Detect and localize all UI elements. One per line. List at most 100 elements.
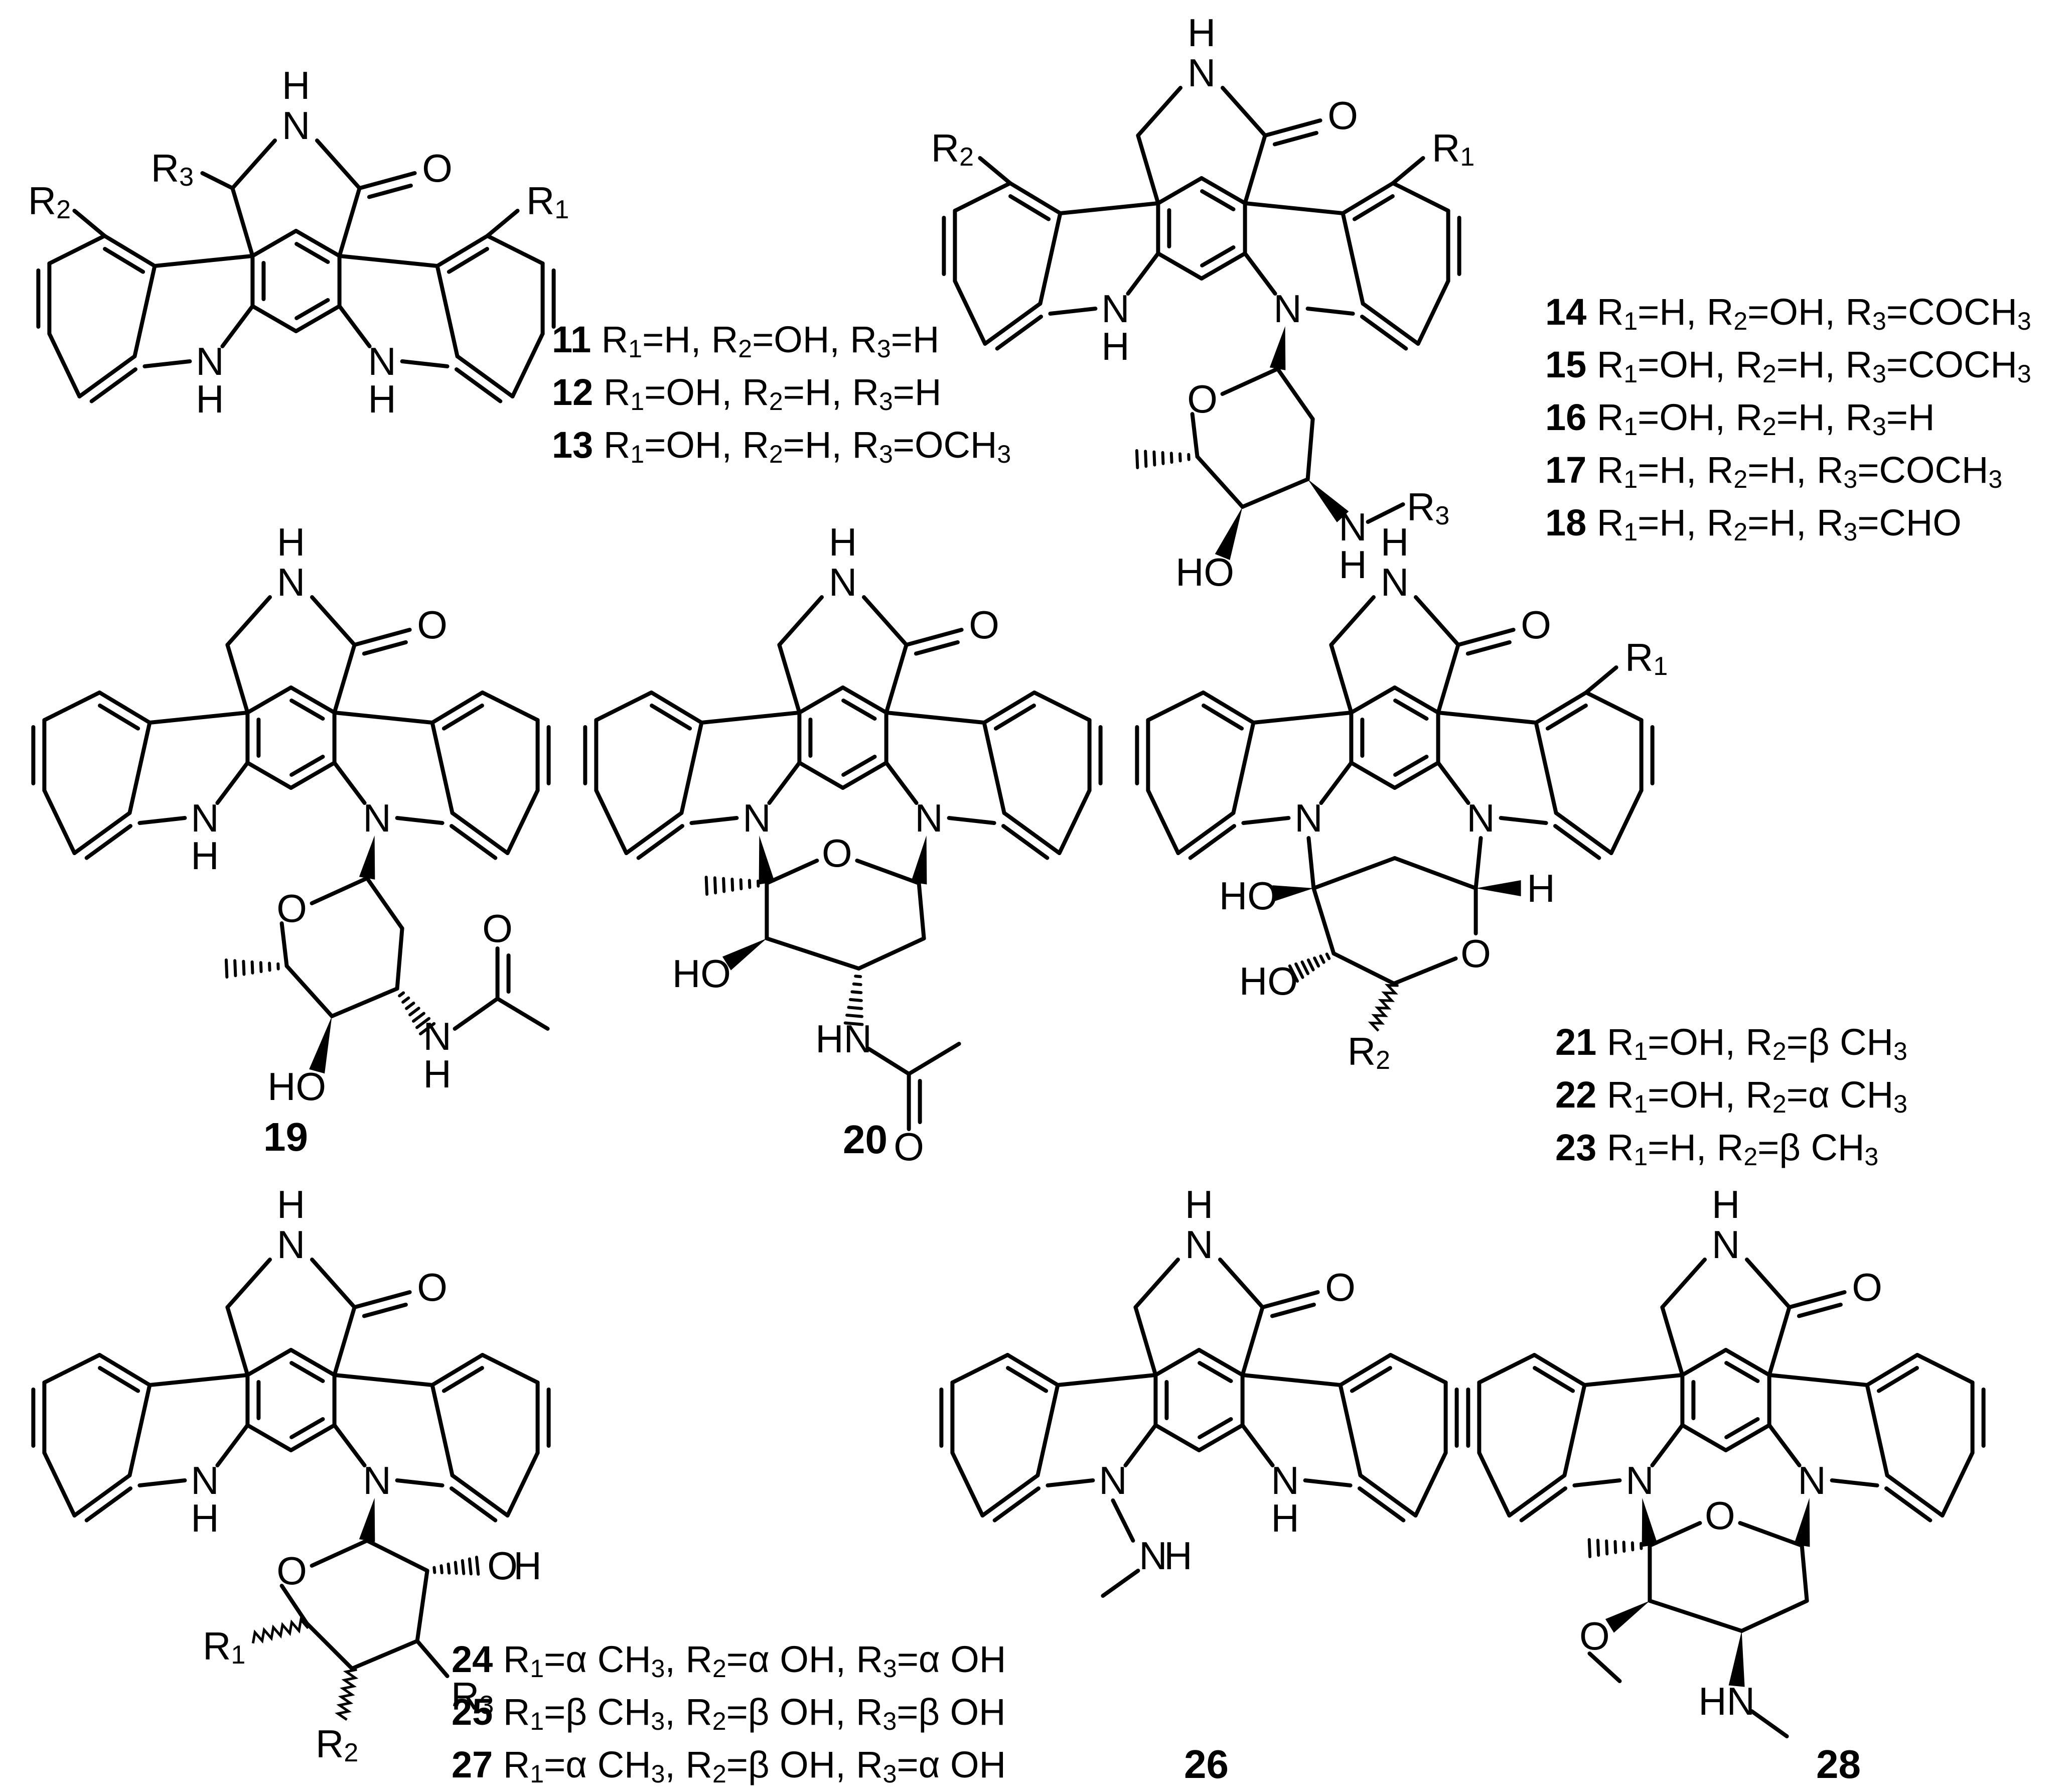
bond <box>312 597 355 645</box>
bond <box>1341 1385 1361 1475</box>
bond <box>1943 1453 1973 1516</box>
bond <box>854 984 861 985</box>
bond <box>410 1008 419 1015</box>
indole-hydrogen-left: H <box>196 377 224 421</box>
bond <box>779 597 822 645</box>
bond <box>397 1480 442 1485</box>
lactam-hydrogen: H <box>277 1182 305 1226</box>
indole-hydrogen-left: H <box>191 1496 219 1540</box>
bond <box>100 706 138 729</box>
bond <box>402 361 448 366</box>
substituent-row-18: 18 R1=H, R2=H, R3=CHO <box>1545 504 1962 544</box>
wedge-bond <box>1476 880 1521 896</box>
bond <box>432 1385 453 1475</box>
substituent-row-21: 21 R1=OH, R2=β CH3 <box>1555 1024 1907 1064</box>
bond <box>723 879 724 892</box>
bond <box>312 878 367 903</box>
bond <box>444 706 482 729</box>
compound-number-26: 26 <box>1184 1741 1229 1787</box>
hydroxyl-label: HO <box>672 951 731 996</box>
bond <box>1243 479 1308 507</box>
bond <box>332 989 397 1016</box>
bond <box>1103 1571 1138 1596</box>
bond <box>340 306 370 346</box>
bond <box>596 790 626 853</box>
bond <box>1113 1500 1133 1541</box>
bond <box>952 1453 982 1516</box>
carbonyl-oxygen: O <box>1852 1265 1882 1309</box>
wedge-bond <box>1605 1601 1650 1633</box>
bond <box>1331 597 1374 645</box>
bond <box>335 1307 355 1375</box>
bond <box>1586 667 1616 693</box>
bond <box>1198 457 1243 507</box>
carbonyl-oxygen: O <box>417 1265 448 1309</box>
carbonyl-oxygen: O <box>1521 603 1551 647</box>
bond <box>1395 858 1476 888</box>
ring-oxygen: O <box>276 886 307 930</box>
bond <box>652 706 690 729</box>
bond <box>1886 1488 1930 1521</box>
lactam-nitrogen: N <box>277 1222 305 1267</box>
amide-nh: HN <box>815 1017 872 1061</box>
wedge-bond <box>1729 1631 1745 1687</box>
lactam-nitrogen: N <box>1381 560 1409 604</box>
bond <box>1233 723 1253 813</box>
substituent-row-12: 12 R1=OH, R2=H, R3=H <box>552 374 941 414</box>
bond <box>456 1562 457 1573</box>
wedge-bond <box>911 836 927 884</box>
bond <box>1305 1480 1351 1485</box>
bond <box>1395 687 1438 713</box>
bond <box>444 1368 482 1391</box>
bond <box>1606 1541 1607 1554</box>
methoxy-oxygen: O <box>1579 1614 1610 1658</box>
bond <box>513 334 543 396</box>
bond <box>508 1453 538 1516</box>
bond <box>1135 1307 1155 1375</box>
bond <box>949 818 994 823</box>
bond <box>1278 369 1313 419</box>
bond <box>291 1350 335 1375</box>
bond <box>596 693 651 720</box>
bond <box>639 826 682 858</box>
bond <box>909 1044 959 1074</box>
bond <box>449 1564 450 1573</box>
lactam-hydrogen: H <box>1712 1182 1740 1226</box>
bond <box>1223 88 1265 135</box>
substituent-text: R1=H, R2=H, R3=CHO <box>1597 502 1962 543</box>
bond <box>247 1350 291 1375</box>
bond <box>852 992 861 993</box>
bond <box>498 999 548 1029</box>
bond <box>1171 453 1172 462</box>
bond <box>995 1488 1039 1521</box>
bond <box>701 713 799 723</box>
bond <box>1125 1425 1155 1465</box>
bond <box>449 249 487 272</box>
bond <box>1740 1523 1802 1546</box>
r1-label: R1 <box>203 1624 245 1670</box>
bond <box>1352 1368 1390 1391</box>
bond <box>857 861 919 883</box>
bond <box>1314 958 1318 966</box>
bond <box>1522 1488 1565 1521</box>
bond <box>1334 953 1394 984</box>
bond <box>44 790 74 853</box>
structure-11-13 <box>38 141 553 401</box>
bond <box>437 266 458 356</box>
bond <box>105 249 143 272</box>
hydrazine-hydrogen: H <box>1164 1534 1192 1578</box>
bond <box>1832 1480 1877 1485</box>
bond <box>139 1480 185 1485</box>
indole-nitrogen-left: N <box>1294 796 1322 840</box>
bond <box>741 880 742 889</box>
lactam-nitrogen: N <box>277 560 305 604</box>
lactam-hydrogen: H <box>282 63 310 107</box>
bond <box>470 1559 471 1574</box>
bond <box>799 687 843 713</box>
lactam-nitrogen: N <box>282 103 310 148</box>
bond <box>980 158 1010 183</box>
amide-oxygen: O <box>894 1125 924 1169</box>
bond <box>222 306 252 346</box>
hydroxyl-label: HO <box>267 1064 326 1109</box>
